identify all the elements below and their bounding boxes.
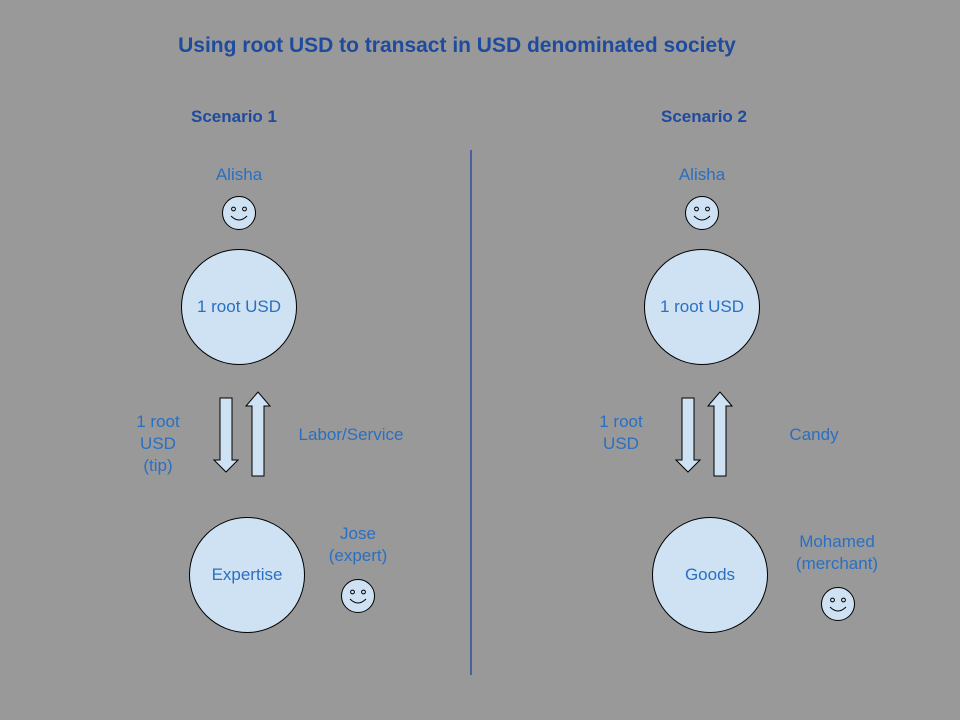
scenario1-left-flow-label: 1 root USD (tip) bbox=[136, 412, 180, 475]
scenario1-top-circle bbox=[181, 249, 297, 365]
scenario2-top-circle-label: 1 root USD bbox=[659, 297, 745, 316]
scenario2-payer-name: Alisha bbox=[678, 165, 726, 184]
scenario1-bottom-circle-label: Expertise bbox=[211, 565, 283, 584]
diagram-title: Using root USD to transact in USD denomi… bbox=[178, 34, 736, 57]
scenario1-jose-smiley-icon bbox=[341, 579, 375, 613]
scenario1-payee-name: Jose (expert) bbox=[328, 524, 388, 565]
scenario2-top-circle bbox=[644, 249, 760, 365]
scenario1-payer-name: Alisha bbox=[215, 165, 263, 184]
scenario1-right-flow-label: Labor/Service bbox=[298, 425, 404, 444]
scenario1-down-arrow bbox=[212, 397, 240, 473]
scenario1-top-circle-label: 1 root USD bbox=[196, 297, 282, 316]
scenario2-up-arrow bbox=[706, 391, 734, 477]
scenario2-mohamed-smiley-icon bbox=[821, 587, 855, 621]
scenario2-alisha-smiley-icon bbox=[685, 196, 719, 230]
scenario1-bottom-circle bbox=[189, 517, 305, 633]
scenario2-bottom-circle-label: Goods bbox=[684, 565, 736, 584]
scenario1-up-arrow bbox=[244, 391, 272, 477]
scenario2-heading: Scenario 2 bbox=[661, 107, 747, 126]
scenario1-heading: Scenario 1 bbox=[191, 107, 277, 126]
scenario2-payee-name: Mohamed (merchant) bbox=[795, 532, 879, 573]
scenario2-down-arrow bbox=[674, 397, 702, 473]
scenario2-left-flow-label: 1 root USD bbox=[599, 412, 643, 453]
scenario2-bottom-circle bbox=[652, 517, 768, 633]
scenario1-alisha-smiley-icon bbox=[222, 196, 256, 230]
scenario2-right-flow-label: Candy bbox=[789, 425, 839, 444]
